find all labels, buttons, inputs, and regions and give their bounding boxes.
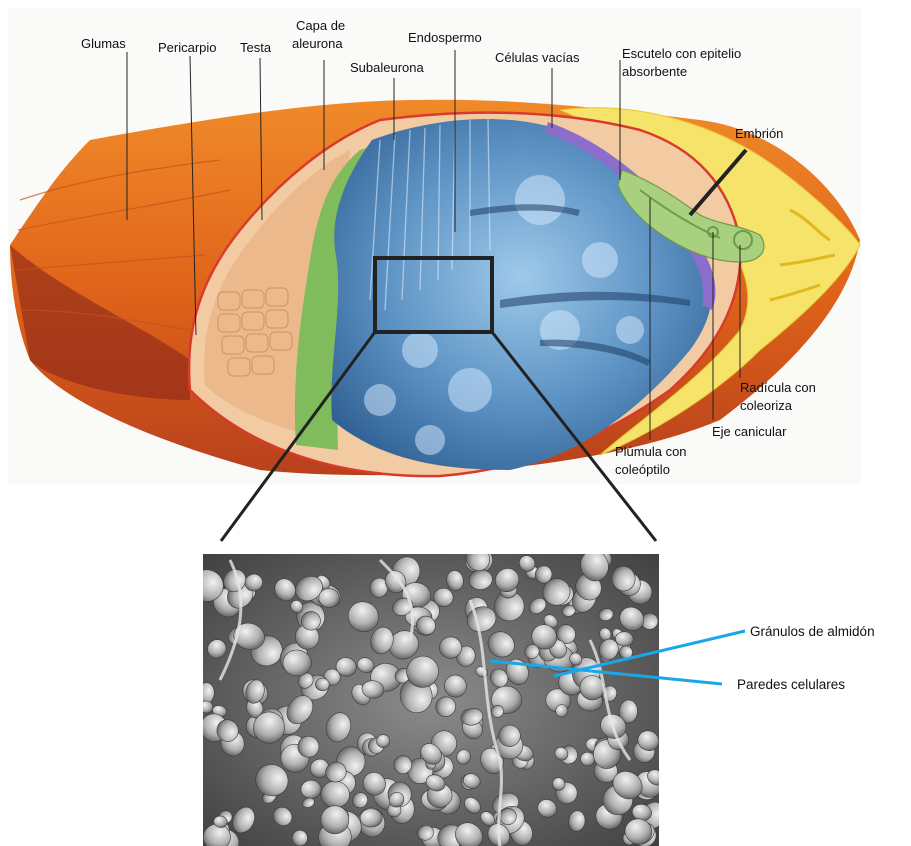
label-plumula-line2: coleóptilo bbox=[615, 462, 670, 477]
label-testa: Testa bbox=[240, 40, 272, 55]
label-glumas: Glumas bbox=[81, 36, 126, 51]
label-capa-line1: Capa de bbox=[296, 18, 345, 33]
label-subaleurona: Subaleurona bbox=[350, 60, 424, 75]
label-eje-canicular: Eje canicular bbox=[712, 424, 787, 439]
label-endospermo: Endospermo bbox=[408, 30, 482, 45]
label-granulos: Gránulos de almidón bbox=[750, 624, 875, 639]
starch-granule bbox=[315, 678, 329, 691]
label-embrion: Embrión bbox=[735, 126, 783, 141]
starch-granule bbox=[555, 704, 568, 717]
label-radicula-line1: Radícula con bbox=[740, 380, 816, 395]
label-radicula-line2: coleoriza bbox=[740, 398, 793, 413]
label-escutelo-line2: absorbente bbox=[622, 64, 687, 79]
starch-granule bbox=[301, 780, 322, 799]
label-plumula-line1: Plúmula con bbox=[615, 444, 687, 459]
sem-micrograph bbox=[187, 542, 670, 846]
label-paredes: Paredes celulares bbox=[737, 677, 845, 692]
label-escutelo-line1: Escutelo con epitelio bbox=[622, 46, 741, 61]
label-celulas-vacias: Células vacías bbox=[495, 50, 580, 65]
label-pericarpio: Pericarpio bbox=[158, 40, 217, 55]
label-capa-line2: aleurona bbox=[292, 36, 343, 51]
seed-cross-section bbox=[8, 8, 861, 484]
starch-granule bbox=[360, 809, 382, 827]
